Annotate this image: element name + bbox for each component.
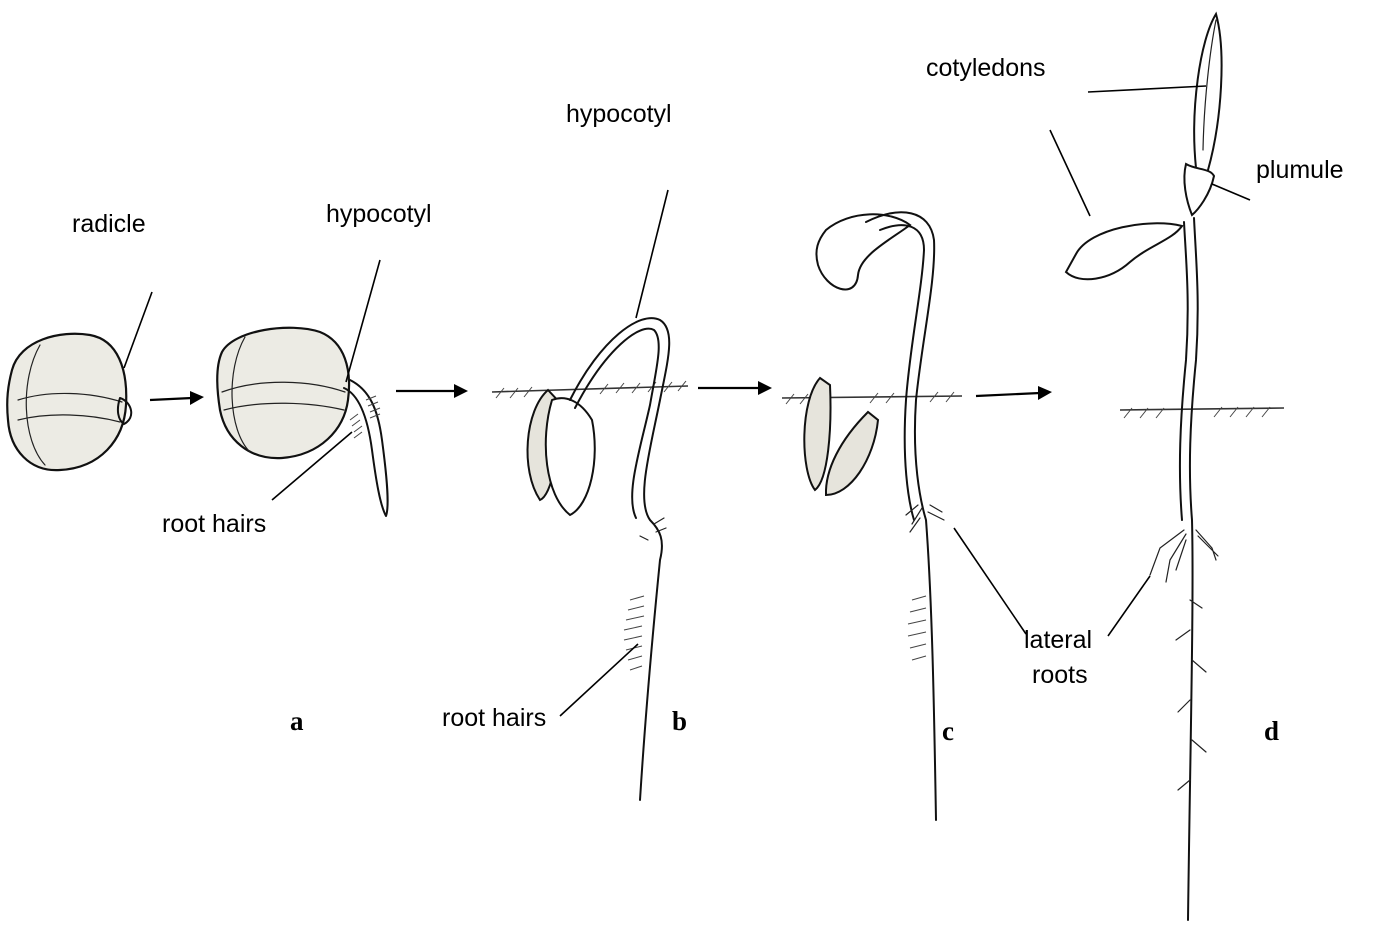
seedling-d [1066,14,1284,920]
stage-label-b: b [672,706,687,736]
seedling-c [782,212,962,820]
lateral-roots-c-leader [954,528,1026,634]
arrow-2 [396,384,468,398]
radicle-label: radicle [72,210,146,238]
cotyledons-leader-2 [1050,130,1090,216]
arrow-1 [150,391,204,405]
hypocotyl-b-leader [636,190,668,318]
hypocotyl-label-a: hypocotyl [326,200,432,228]
arrow-4 [976,386,1052,400]
germinating-seed [217,328,387,516]
cotyledons-label: cotyledons [926,54,1046,82]
stage-label-c: c [942,716,954,746]
cotyledons-leader-1 [1088,86,1206,92]
stage-label-d: d [1264,716,1279,746]
arrow-3 [698,381,772,395]
plumule-label: plumule [1256,156,1344,184]
radicle-leader [124,292,152,368]
root-hairs-b-leader [560,644,638,716]
hypocotyl-label-b: hypocotyl [566,100,672,128]
root-hairs-label-b: root hairs [442,704,546,732]
lateral-roots-d-leader [1108,576,1150,636]
stage-label-a: a [290,706,304,736]
lateral-roots-label-line1: lateral [1024,626,1092,654]
lateral-roots-label-line2: roots [1032,661,1088,689]
plumule-leader [1212,184,1250,200]
dry-seed [7,334,131,470]
root-hairs-label-a: root hairs [162,510,266,538]
hypocotyl-a-leader [346,260,380,382]
